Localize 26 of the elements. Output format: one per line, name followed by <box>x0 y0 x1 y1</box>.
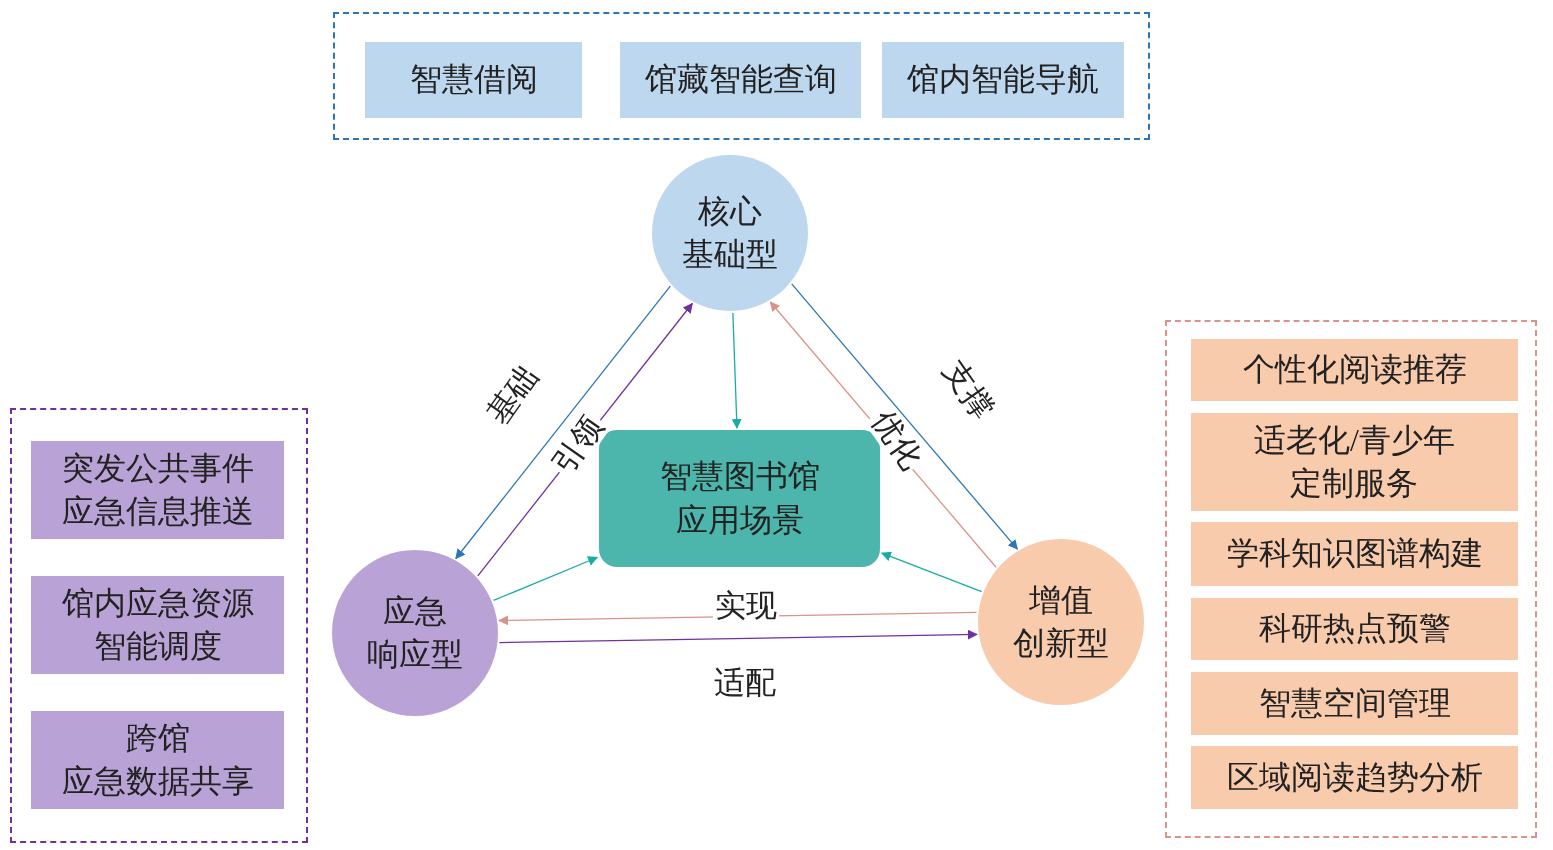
type-circle: 应急响应型 <box>332 550 498 716</box>
text-box: 突发公共事件应急信息推送 <box>31 441 284 539</box>
dashed-group-frame <box>1165 320 1537 838</box>
arrow <box>880 551 983 593</box>
text-box: 学科知识图谱构建 <box>1191 522 1518 586</box>
arrow <box>791 283 1018 550</box>
edge-label: 实现 <box>713 589 779 624</box>
text-box: 区域阅读趋势分析 <box>1191 746 1518 809</box>
text-box: 馆藏智能查询 <box>620 42 861 118</box>
arrow <box>455 285 671 560</box>
text-box: 个性化阅读推荐 <box>1191 339 1518 401</box>
arrow <box>492 556 599 602</box>
text-box: 馆内智能导航 <box>882 42 1124 118</box>
arrow <box>498 629 978 644</box>
edge-label: 适配 <box>712 666 778 701</box>
text-box: 科研热点预警 <box>1191 598 1518 660</box>
text-box: 跨馆应急数据共享 <box>31 711 284 809</box>
text-box: 馆内应急资源智能调度 <box>31 576 284 674</box>
text-box: 智慧借阅 <box>365 42 582 118</box>
dashed-group-frame <box>10 408 308 843</box>
dashed-group-frame <box>333 12 1150 140</box>
text-box: 智慧空间管理 <box>1191 672 1518 735</box>
type-circle: 核心基础型 <box>652 155 808 311</box>
type-circle: 增值创新型 <box>978 539 1144 705</box>
arrow <box>731 312 742 429</box>
text-box: 适老化/青少年定制服务 <box>1191 413 1518 511</box>
